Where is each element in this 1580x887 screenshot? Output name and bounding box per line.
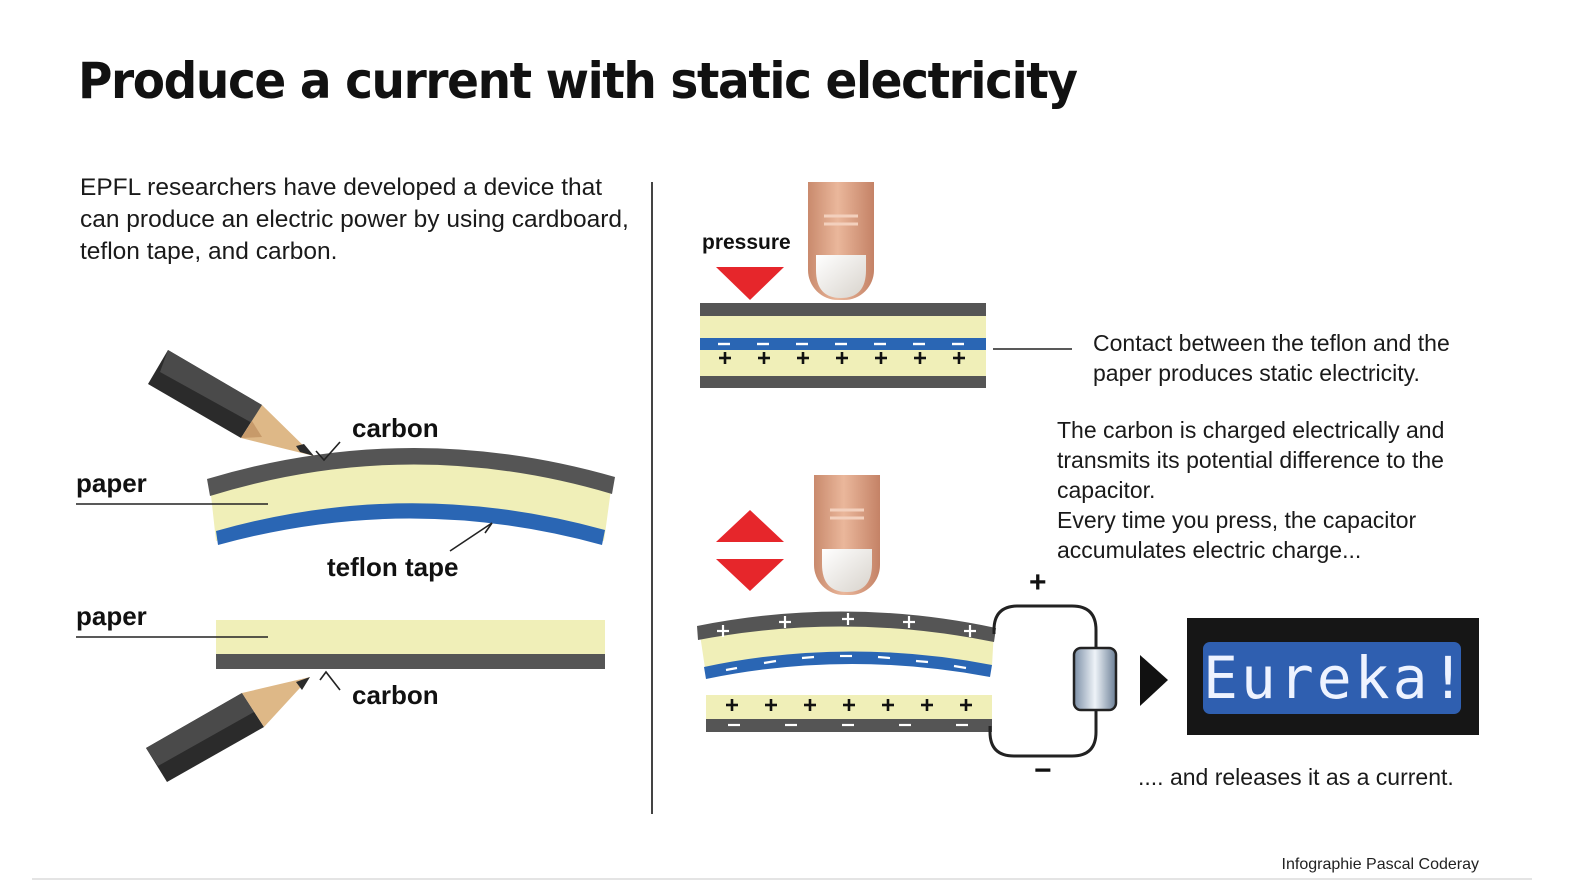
carbon-bottom-label: carbon bbox=[352, 680, 439, 710]
flat-carbon-layer bbox=[216, 654, 605, 669]
lcd-display-text: Eureka! bbox=[1203, 644, 1469, 712]
charge-text: The carbon is charged electrically and t… bbox=[1057, 417, 1445, 503]
pressed-stack bbox=[700, 303, 1072, 388]
minus-sign: − bbox=[1034, 754, 1052, 787]
pencil-top-icon bbox=[148, 350, 314, 456]
lcd-display bbox=[1187, 618, 1479, 735]
flat-paper-layer bbox=[216, 620, 605, 655]
bottom-rule bbox=[32, 878, 1532, 880]
pressure-label: pressure bbox=[702, 231, 791, 254]
pencil-bottom-icon bbox=[146, 677, 310, 782]
intro-text: EPFL researchers have developed a device… bbox=[80, 174, 629, 265]
pressure-arrow-icon bbox=[716, 267, 784, 300]
teflon-tape-label: teflon tape bbox=[327, 552, 459, 582]
carbon-top-label: carbon bbox=[352, 413, 439, 443]
flat-strip bbox=[216, 620, 605, 669]
finger-bottom-icon bbox=[814, 475, 880, 595]
release-text: .... and releases it as a current. bbox=[1138, 764, 1454, 790]
released-stack bbox=[697, 611, 996, 732]
up-down-arrows-icon bbox=[716, 510, 784, 591]
left-leader-lines bbox=[76, 441, 493, 691]
accumulate-text: Every time you press, the capacitor accu… bbox=[1057, 507, 1417, 563]
column-divider bbox=[651, 182, 653, 814]
bent-teflon-layer bbox=[216, 503, 605, 545]
output-arrow-icon bbox=[1140, 655, 1168, 706]
paper-bottom-label: paper bbox=[76, 601, 147, 631]
contact-text: Contact between the teflon and the paper… bbox=[1093, 330, 1450, 386]
page-title: Produce a current with static electricit… bbox=[78, 52, 1078, 110]
finger-top-icon bbox=[808, 182, 874, 300]
bent-carbon-layer bbox=[207, 447, 615, 496]
plus-sign: + bbox=[1029, 566, 1047, 599]
capacitor-icon bbox=[1072, 646, 1118, 712]
bent-strip bbox=[207, 447, 615, 545]
paper-top-label: paper bbox=[76, 468, 147, 498]
credit-text: Infographie Pascal Coderay bbox=[1281, 856, 1479, 873]
